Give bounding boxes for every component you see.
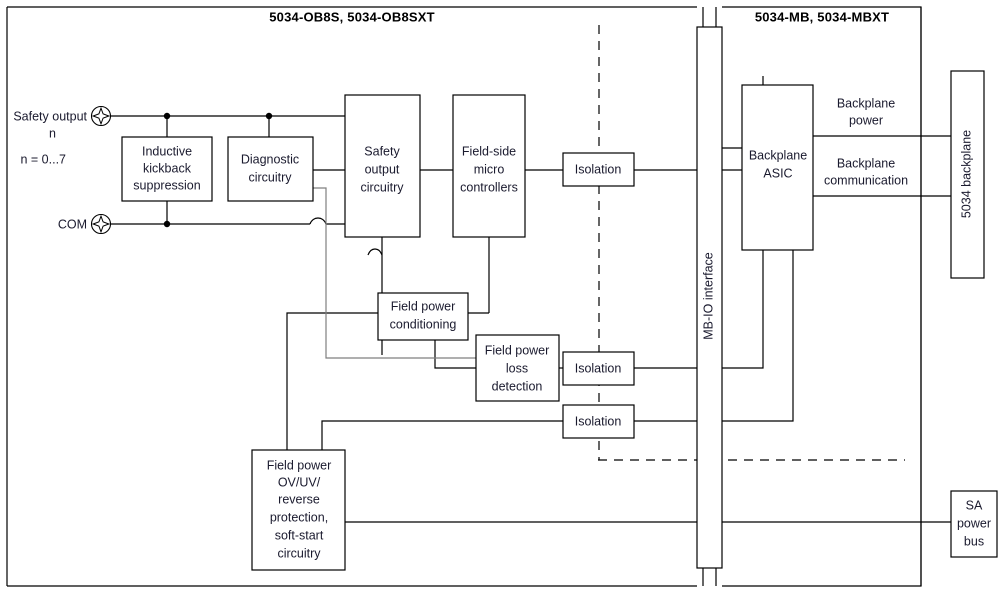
block-label-line: circuitry <box>248 170 292 184</box>
block-mb-io-interface[interactable]: MB-IO interface <box>696 26 723 569</box>
com-terminal <box>90 213 112 235</box>
block-label-line: soft-start <box>275 528 324 542</box>
block-rect <box>741 84 814 251</box>
block-label-line: Isolation <box>575 414 622 428</box>
block-rect <box>227 136 314 202</box>
com-label: COM <box>58 217 87 231</box>
wire-label-backplane-comm-line2: communication <box>824 173 908 187</box>
block-safety-output-circuitry[interactable]: Safety output circuitry <box>344 94 421 238</box>
block-rect <box>950 70 985 279</box>
block-label-line: detection <box>492 379 543 393</box>
block-label-line: suppression <box>133 178 200 192</box>
block-label-line: reverse <box>278 492 320 506</box>
safety-output-label-line2: n <box>49 126 56 140</box>
screw-terminal-star-icon <box>91 106 111 126</box>
block-label-line: controllers <box>460 180 518 194</box>
block-rect <box>344 94 421 238</box>
block-label-line: Field power <box>267 458 332 472</box>
safety-output-terminal <box>90 105 112 127</box>
block-5034-backplane[interactable]: 5034 backplane <box>950 70 985 279</box>
block-label-line: SA <box>966 498 983 512</box>
wire-label-backplane-power-line1: Backplane <box>837 96 895 110</box>
safety-output-label-line1: Safety output <box>13 109 87 123</box>
block-rect <box>452 94 526 238</box>
block-label-line: circuitry <box>277 546 321 560</box>
block-label-line: conditioning <box>390 317 457 331</box>
block-label-line: protection, <box>270 510 328 524</box>
block-rect <box>475 334 560 402</box>
block-field-side-micro-controllers[interactable]: Field-side micro controllers <box>452 94 526 238</box>
block-label-line: Field power <box>485 343 550 357</box>
block-label-line: Field-side <box>462 144 516 158</box>
left-module-frame <box>6 6 697 587</box>
block-label-line: loss <box>506 361 528 375</box>
block-label-line: Field power <box>391 299 456 313</box>
block-inductive-kickback-suppression[interactable]: Inductive kickback suppression <box>121 136 213 202</box>
block-rect <box>696 26 723 569</box>
block-rect <box>377 292 469 341</box>
screw-terminal-star-icon <box>91 214 111 234</box>
block-rect <box>950 490 998 558</box>
block-rect <box>562 152 635 187</box>
block-label-line: Isolation <box>575 162 622 176</box>
block-label-line: OV/UV/ <box>278 475 321 489</box>
block-isolation-3[interactable]: Isolation <box>562 404 635 439</box>
wire-com-rail-hop <box>309 217 327 225</box>
wire-asic-pin-left-down <box>722 250 764 369</box>
wire-fp-protect-to-isolation-3 <box>321 420 563 450</box>
block-field-power-loss-detection[interactable]: Field power loss detection <box>475 334 560 402</box>
wire-diagnostic-feedback-gray <box>313 187 489 359</box>
block-rect <box>121 136 213 202</box>
block-label-line: bus <box>964 534 984 548</box>
block-field-power-protection[interactable]: Field power OV/UV/ reverse protection, s… <box>251 449 346 571</box>
block-isolation-1[interactable]: Isolation <box>562 152 635 187</box>
block-label-line: Safety <box>364 144 400 158</box>
wire-fp-cond-to-loss-detect <box>434 340 476 369</box>
safety-output-index-label: n = 0...7 <box>20 152 66 166</box>
block-rect <box>562 404 635 439</box>
block-label-line: Backplane <box>749 148 807 162</box>
block-label-line: Inductive <box>142 144 192 158</box>
block-backplane-asic[interactable]: Backplane ASIC <box>741 84 814 251</box>
block-label-line: power <box>957 516 991 530</box>
block-label-line: ASIC <box>763 166 792 180</box>
wire-safety-output-down-hop <box>367 248 383 256</box>
wire-asic-pin-right-down <box>722 250 794 422</box>
block-label-line: 5034 backplane <box>959 130 973 218</box>
wire-label-backplane-power-line2: power <box>849 113 883 127</box>
left-module-title: 5034-OB8S, 5034-OB8SXT <box>269 9 435 24</box>
junction-dot <box>163 220 171 228</box>
wire-label-backplane-comm-line1: Backplane <box>837 156 895 170</box>
block-label-line: kickback <box>143 161 192 175</box>
junction-dot <box>265 112 273 120</box>
block-diagnostic-circuitry[interactable]: Diagnostic circuitry <box>227 136 314 202</box>
block-label-line: micro <box>474 162 505 176</box>
block-label-line: output <box>365 162 400 176</box>
block-label-line: MB-IO interface <box>701 252 715 340</box>
block-sa-power-bus[interactable]: SA power bus <box>950 490 998 558</box>
block-field-power-conditioning[interactable]: Field power conditioning <box>377 292 469 341</box>
block-label-line: Diagnostic <box>241 152 299 166</box>
junction-dot <box>163 112 171 120</box>
wire-fp-cond-to-fp-protect <box>286 312 382 450</box>
block-rect <box>251 449 346 571</box>
block-isolation-2[interactable]: Isolation <box>562 351 635 386</box>
block-label-line: circuitry <box>360 180 404 194</box>
block-rect <box>562 351 635 386</box>
right-module-title: 5034-MB, 5034-MBXT <box>755 9 889 24</box>
block-label-line: Isolation <box>575 361 622 375</box>
